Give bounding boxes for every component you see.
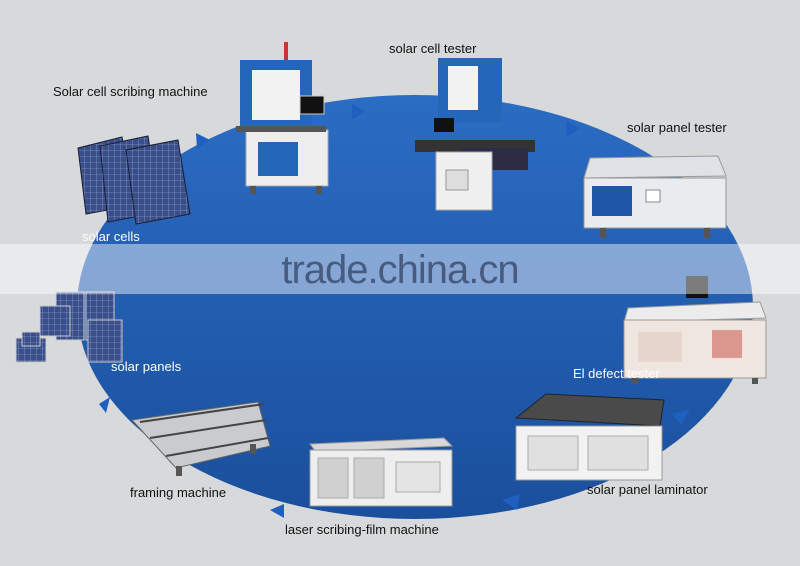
cell-tester-icon <box>415 58 535 211</box>
arrow-icon <box>502 494 520 510</box>
arrow-icon <box>258 277 262 292</box>
laminator-icon <box>514 393 665 481</box>
label-framing-machine: framing machine <box>130 485 227 500</box>
arrow-icon <box>352 104 365 120</box>
flow-arrows <box>99 104 690 518</box>
arrow-icon <box>270 504 284 518</box>
solar-cells-icon <box>77 135 191 225</box>
panel-tester-icon <box>583 155 727 238</box>
arrow-icon <box>196 133 210 149</box>
arrow-icon <box>672 409 690 425</box>
watermark: trade.china.cn <box>281 248 519 292</box>
label-laser-scribing-film-machine: laser scribing-film machine <box>285 522 439 537</box>
label-solar-panels: solar panels <box>111 359 182 374</box>
label-solar-panel-laminator: solar panel laminator <box>587 482 708 497</box>
label-solar-cell-scribing-machine: Solar cell scribing machine <box>53 84 208 99</box>
solar-panels-icon <box>15 291 123 363</box>
label-el-defect-tester: El defect tester <box>573 366 660 381</box>
label-solar-cells: solar cells <box>82 229 140 244</box>
el-defect-tester-icon <box>623 276 767 384</box>
scribing-machine-icon <box>236 42 329 194</box>
label-solar-panel-tester: solar panel tester <box>627 120 727 135</box>
arrow-icon <box>467 281 472 294</box>
watermark-band <box>0 244 800 294</box>
label-solar-cell-tester: solar cell tester <box>389 41 477 56</box>
arrow-icon <box>99 397 110 413</box>
arrow-icon <box>566 121 580 137</box>
framing-machine-icon <box>130 401 271 476</box>
laser-film-machine-icon <box>309 437 454 507</box>
